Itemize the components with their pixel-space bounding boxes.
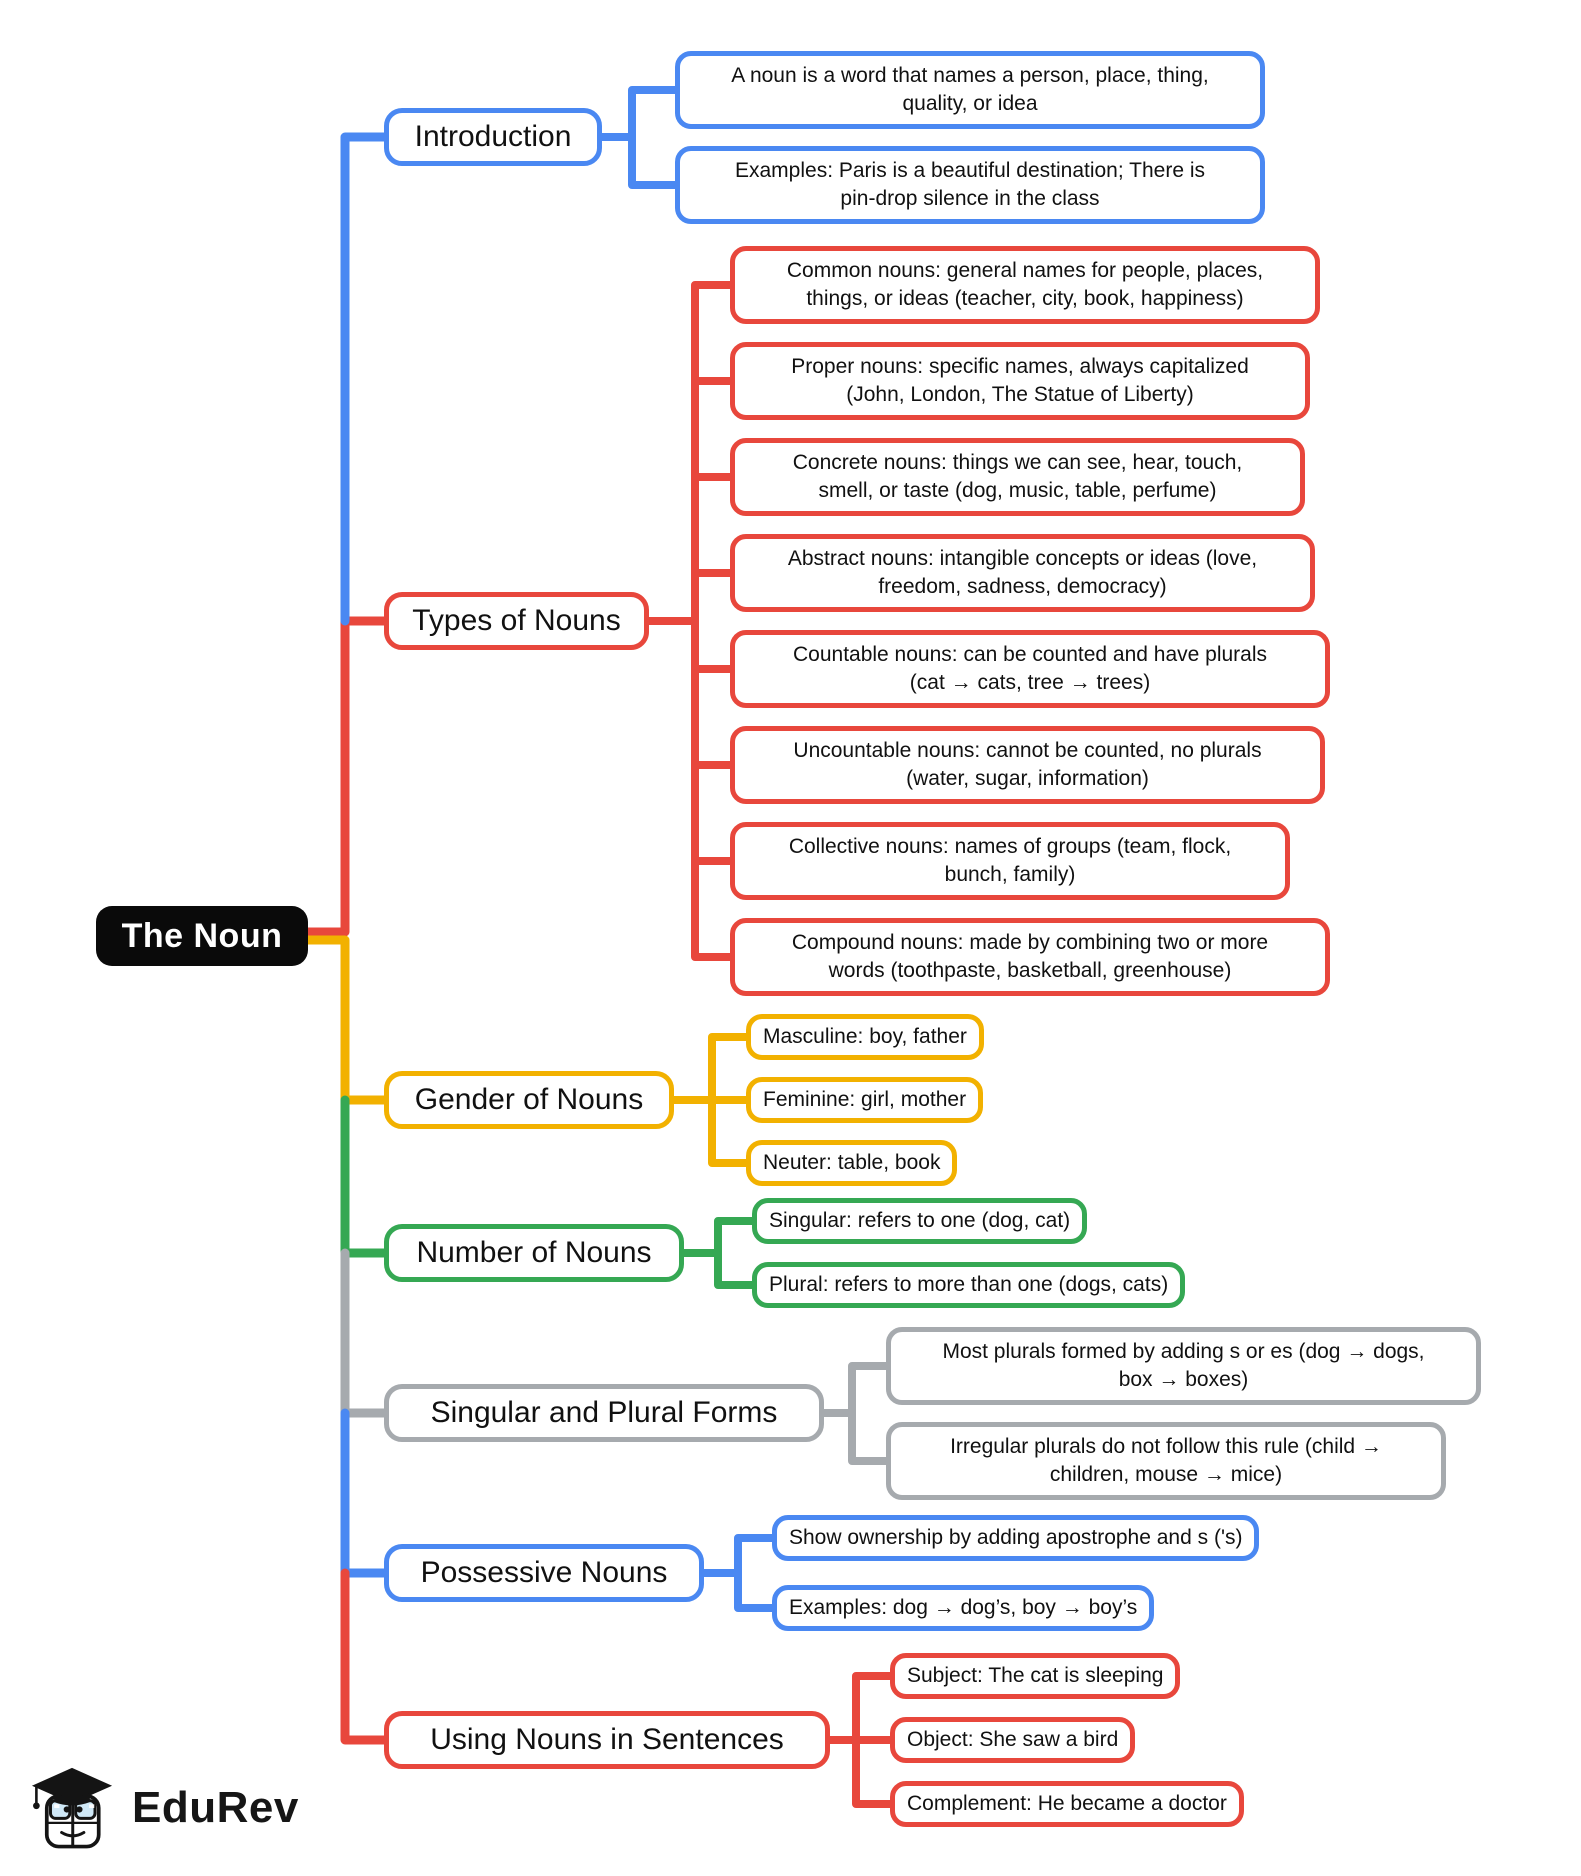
child-number-of-nouns-2: Plural: refers to more than one (dogs, c…: [752, 1262, 1186, 1308]
child-gender-of-nouns-3: Neuter: table, book: [746, 1140, 958, 1186]
trunk-segment-using-nouns-in-sentences: [340, 1568, 397, 1745]
trunk-segment-types-of-nouns: [301, 616, 397, 937]
trunk-segment-gender-of-nouns: [301, 935, 397, 1105]
child-types-of-nouns-1: Common nouns: general names for people, …: [730, 246, 1320, 324]
edurev-brand-text: EduRev: [132, 1783, 299, 1832]
topic-introduction: Introduction: [384, 108, 602, 166]
trunk-segment-singular-and-plural-forms: [340, 1248, 397, 1418]
child-possessive-nouns-1: Show ownership by adding apostrophe and …: [772, 1515, 1260, 1561]
child-types-of-nouns-5: Countable nouns: can be counted and have…: [730, 630, 1330, 708]
root-node-the-noun: The Noun: [96, 906, 308, 966]
edurev-mascot-icon: [31, 1767, 113, 1849]
topic-singular-and-plural-forms: Singular and Plural Forms: [384, 1384, 824, 1442]
child-types-of-nouns-2: Proper nouns: specific names, always cap…: [730, 342, 1310, 420]
trunk-segment-number-of-nouns: [340, 1095, 397, 1258]
child-introduction-1: A noun is a word that names a person, pl…: [675, 51, 1265, 129]
topic-using-nouns-in-sentences: Using Nouns in Sentences: [384, 1711, 830, 1769]
child-gender-of-nouns-2: Feminine: girl, mother: [746, 1077, 984, 1123]
connector-number-of-nouns: [676, 1217, 764, 1289]
connector-introduction: [594, 86, 687, 189]
child-possessive-nouns-2: Examples: dog → dog’s, boy → boy’s: [772, 1585, 1155, 1631]
child-singular-and-plural-forms-2: Irregular plurals do not follow this rul…: [886, 1422, 1446, 1500]
child-types-of-nouns-3: Concrete nouns: things we can see, hear,…: [730, 438, 1305, 516]
connector-singular-and-plural-forms: [816, 1362, 898, 1465]
connector-gender-of-nouns: [666, 1033, 758, 1167]
child-types-of-nouns-8: Compound nouns: made by combining two or…: [730, 918, 1330, 996]
child-types-of-nouns-7: Collective nouns: names of groups (team,…: [730, 822, 1290, 900]
child-types-of-nouns-4: Abstract nouns: intangible concepts or i…: [730, 534, 1315, 612]
edurev-logo: EduRev: [26, 1762, 299, 1854]
connector-possessive-nouns: [696, 1534, 784, 1612]
child-gender-of-nouns-1: Masculine: boy, father: [746, 1014, 984, 1060]
trunk-segment-introduction: [340, 132, 397, 626]
child-types-of-nouns-6: Uncountable nouns: cannot be counted, no…: [730, 726, 1325, 804]
topic-possessive-nouns: Possessive Nouns: [384, 1544, 704, 1602]
topic-gender-of-nouns: Gender of Nouns: [384, 1071, 674, 1129]
child-using-nouns-in-sentences-1: Subject: The cat is sleeping: [890, 1653, 1181, 1699]
child-using-nouns-in-sentences-2: Object: She saw a bird: [890, 1717, 1136, 1763]
child-using-nouns-in-sentences-3: Complement: He became a doctor: [890, 1781, 1244, 1827]
connector-using-nouns-in-sentences: [822, 1672, 902, 1808]
topic-types-of-nouns: Types of Nouns: [384, 592, 649, 650]
topic-number-of-nouns: Number of Nouns: [384, 1224, 684, 1282]
child-introduction-2: Examples: Paris is a beautiful destinati…: [675, 146, 1265, 224]
child-singular-and-plural-forms-1: Most plurals formed by adding s or es (d…: [886, 1327, 1481, 1405]
child-number-of-nouns-1: Singular: refers to one (dog, cat): [752, 1198, 1088, 1244]
connector-types-of-nouns: [641, 281, 742, 961]
trunk-segment-possessive-nouns: [340, 1408, 397, 1578]
